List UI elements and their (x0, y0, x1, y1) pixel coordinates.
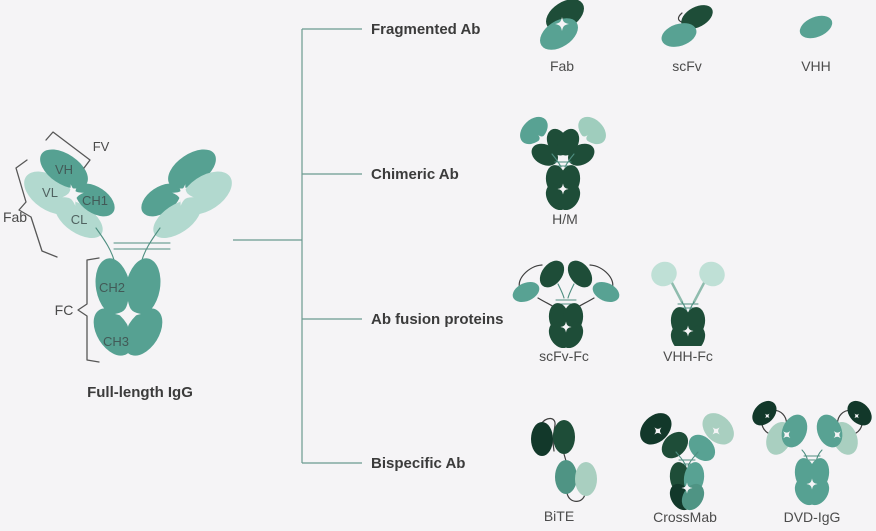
igg-label-vl: VL (42, 185, 58, 200)
branch-label-fragmented-ab: Fragmented Ab (371, 21, 481, 38)
igg-fc-region (93, 258, 163, 356)
full-length-igg-caption: Full-length IgG (87, 384, 193, 401)
branch-label-bispecific-ab: Bispecific Ab (371, 455, 466, 472)
igg-label-ch3: CH3 (103, 334, 129, 349)
vhh-fc-caption: VHH-Fc (663, 348, 713, 364)
fab-fragment-icon (540, 0, 584, 50)
fv-bracket (45, 131, 91, 169)
hm-caption: H/M (552, 211, 578, 227)
scfv-caption: scFv (672, 58, 702, 74)
hm-chimeric-icon (520, 116, 606, 210)
vhh-fc-icon (651, 261, 725, 346)
fab-caption: Fab (549, 58, 575, 74)
bite-icon (531, 417, 597, 502)
scfv-fc-icon (512, 260, 620, 348)
scfv-fragment-icon (661, 5, 713, 47)
igg-label-cl: CL (71, 212, 88, 227)
full-length-igg-structure: VH VL CH1 CL CH2 CH3 FV Fab FC (3, 131, 232, 363)
branch-label-ab-fusion: Ab fusion proteins (371, 311, 504, 328)
vhh-caption: VHH (801, 58, 831, 74)
scfv-fc-caption: scFv-Fc (539, 348, 589, 364)
igg-label-vh: VH (55, 162, 73, 177)
igg-hinge (95, 227, 171, 261)
igg-label-ch2: CH2 (99, 280, 125, 295)
fv-bracket-label: FV (93, 139, 110, 154)
igg-left-fab-arm (24, 149, 115, 239)
crossmab-icon (640, 413, 734, 511)
fc-bracket (77, 257, 100, 363)
branch-label-chimeric-ab: Chimeric Ab (371, 166, 459, 183)
igg-label-ch1: CH1 (82, 193, 108, 208)
bite-caption: BiTE (543, 508, 575, 524)
vhh-fragment-icon (799, 15, 833, 39)
fab-bracket-label: Fab (3, 209, 27, 225)
fab-bracket (15, 159, 58, 258)
fc-bracket-label: FC (55, 302, 74, 318)
dvd-igg-icon (752, 400, 872, 506)
crossmab-caption: CrossMab (653, 509, 717, 525)
dvd-igg-caption: DVD-IgG (783, 509, 841, 525)
igg-right-fab-arm (141, 149, 232, 239)
